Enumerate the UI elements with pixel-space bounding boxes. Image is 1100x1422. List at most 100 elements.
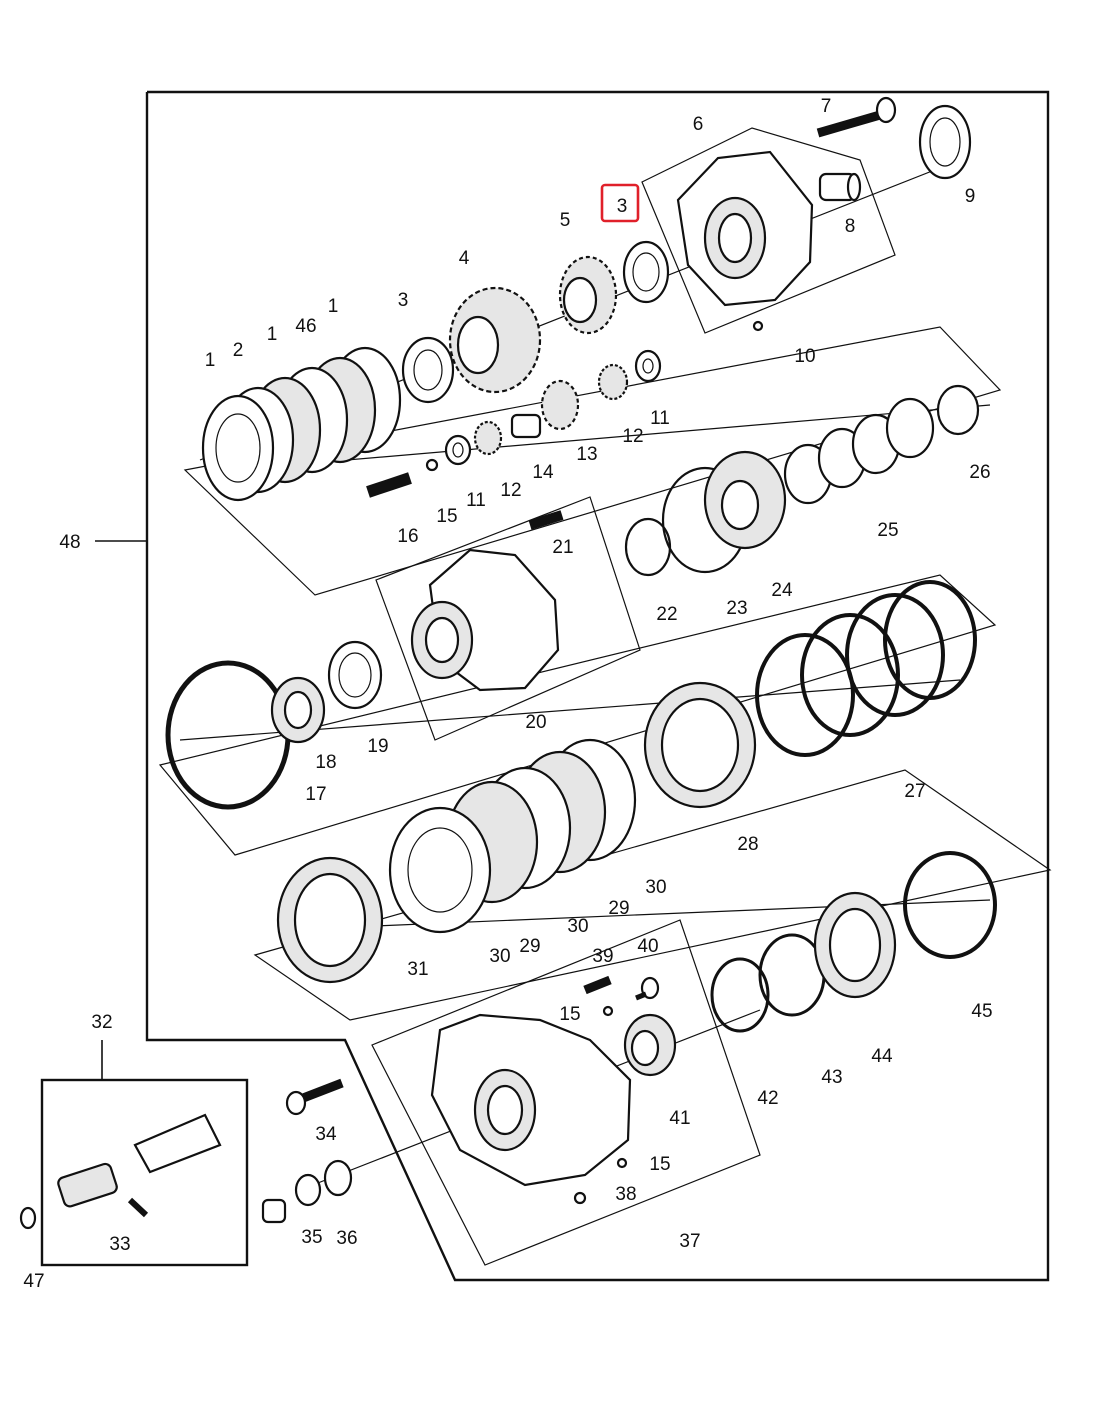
label-part-40: 40 (637, 936, 658, 957)
pin-33 (127, 1197, 149, 1218)
gear-4 (448, 286, 542, 394)
valve-40 (635, 976, 660, 1001)
label-part-36: 36 (336, 1228, 357, 1249)
panel-clutch-pack (183, 326, 1002, 596)
spring-44 (813, 891, 897, 999)
label-part-37: 37 (679, 1231, 700, 1252)
housing-6 (676, 150, 814, 307)
label-part-15: 15 (559, 1004, 580, 1025)
label-part-22: 22 (656, 604, 677, 625)
label-part-1: 1 (328, 296, 339, 317)
ball-15-middle (602, 1005, 614, 1017)
label-part-25: 25 (877, 520, 898, 541)
thrust-washers-25 (783, 397, 935, 505)
ball-15-upper (425, 458, 439, 472)
axis-clutch (229, 404, 991, 471)
label-part-30: 30 (489, 946, 510, 967)
label-part-26: 26 (969, 462, 990, 483)
bushing-35 (261, 1198, 287, 1224)
label-part-45: 45 (971, 1001, 992, 1022)
label-part-41: 41 (669, 1108, 690, 1129)
bolt-34 (285, 1078, 344, 1116)
label-part-42: 42 (757, 1088, 778, 1109)
snap-ring-47 (19, 1206, 37, 1230)
ball-38 (573, 1191, 587, 1205)
bushing-41 (623, 1013, 677, 1077)
label-part-39: 39 (592, 946, 613, 967)
label-part-1: 1 (267, 324, 278, 345)
shaft-32 (57, 1113, 222, 1208)
panel-drum-band (158, 574, 997, 856)
gear-13 (540, 379, 580, 431)
label-part-13: 13 (576, 444, 597, 465)
plate-31 (276, 856, 384, 984)
snap-ring-42 (710, 957, 770, 1033)
label-part-30: 30 (645, 877, 666, 898)
washer-36b (323, 1159, 353, 1197)
ball-10 (752, 320, 764, 332)
panel-discs (253, 769, 1052, 1021)
label-part-38: 38 (615, 1184, 636, 1205)
thrust-washer-11-right (634, 349, 662, 383)
label-part-23: 23 (726, 598, 747, 619)
seal-9 (918, 104, 972, 180)
bearing-18 (270, 676, 326, 744)
label-part-15: 15 (649, 1154, 670, 1175)
pin-16 (366, 472, 412, 498)
label-part-28: 28 (737, 834, 758, 855)
pressure-plate-28 (643, 681, 757, 809)
needle-bearing-12-right (597, 363, 629, 401)
label-part-12: 12 (622, 426, 643, 447)
label-part-29: 29 (608, 898, 629, 919)
gear-5 (558, 255, 618, 335)
panel-hub-20 (375, 496, 641, 741)
label-part-20: 20 (525, 712, 546, 733)
label-part-44: 44 (871, 1046, 893, 1067)
band-17 (165, 660, 291, 810)
thrust-washer-3-right (622, 240, 670, 304)
label-part-30: 30 (567, 916, 588, 937)
spacer-14 (510, 413, 542, 439)
assembly-frame-48 (145, 90, 1050, 1282)
label-part-8: 8 (845, 216, 856, 237)
label-part-19: 19 (367, 736, 388, 757)
pin-21 (528, 510, 564, 530)
label-part-14: 14 (532, 462, 554, 483)
pin-39 (583, 975, 612, 995)
washer-36a (294, 1173, 322, 1207)
highlight-box (600, 183, 640, 223)
label-part-35: 35 (301, 1227, 322, 1248)
thrust-washer-11-left (444, 434, 472, 466)
snap-ring-45 (903, 851, 997, 959)
label-part-3: 3 (398, 290, 409, 311)
label-part-12: 12 (500, 480, 521, 501)
snap-ring-26 (936, 384, 980, 436)
label-part-34: 34 (315, 1124, 337, 1145)
thrust-washer-3-left (401, 336, 455, 404)
label-part-3-highlighted: 3 (617, 196, 628, 217)
label-part-2: 2 (233, 340, 244, 361)
label-part-6: 6 (693, 114, 704, 135)
label-part-29: 29 (519, 936, 540, 957)
panel-housing-6 (641, 127, 896, 334)
panel-case-37 (371, 919, 761, 1266)
label-part-5: 5 (560, 210, 571, 231)
label-part-27: 27 (904, 781, 925, 802)
label-part-11: 11 (650, 408, 670, 429)
label-part-21: 21 (552, 537, 573, 558)
label-part-46: 46 (295, 316, 316, 337)
label-part-33: 33 (109, 1234, 130, 1255)
hub-20 (410, 548, 560, 692)
label-part-43: 43 (821, 1067, 842, 1088)
label-part-7: 7 (821, 96, 832, 117)
label-part-24: 24 (771, 580, 793, 601)
label-part-32: 32 (91, 1012, 112, 1033)
label-part-16: 16 (397, 526, 418, 547)
label-part-15: 15 (436, 506, 457, 527)
drum-24 (703, 450, 787, 550)
label-part-47: 47 (23, 1271, 44, 1292)
clutch-discs-29-30 (388, 738, 637, 934)
